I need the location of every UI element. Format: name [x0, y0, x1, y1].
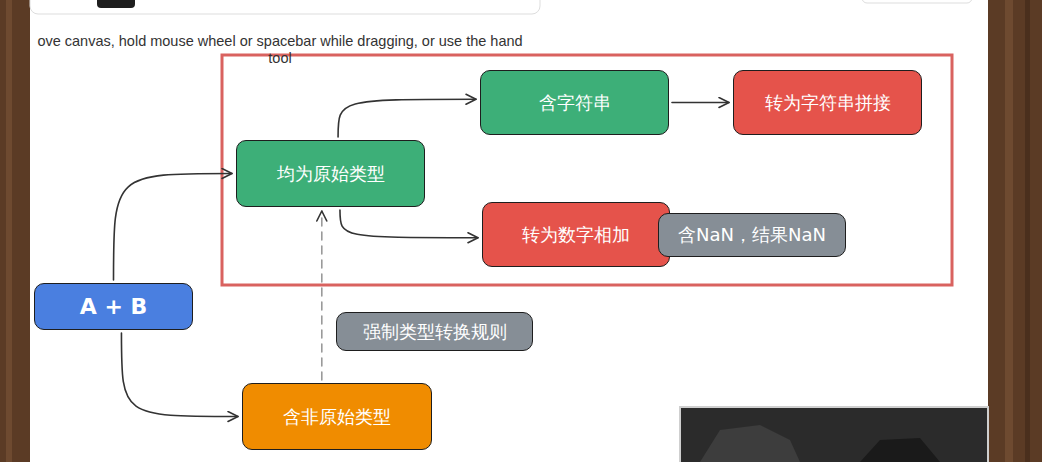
condition-box: 均为原始类型: [236, 140, 425, 207]
flow-arrow: [114, 174, 233, 281]
node-text: 含非原始类型: [283, 405, 391, 429]
flow-arrow: [121, 333, 238, 417]
toolbar-button: [97, 0, 135, 8]
wood-grain: [1025, 0, 1030, 462]
condition-box: 含字符串: [480, 70, 669, 135]
node-text: 含字符串: [539, 91, 611, 115]
node-text: 含NaN，结果NaN: [678, 223, 826, 247]
wood-edge-left: [0, 0, 30, 462]
wood-grain: [1005, 0, 1013, 462]
node-text: 转为数字相加: [522, 223, 630, 247]
start-box: A + B: [34, 283, 193, 330]
flow-arrow: [338, 99, 476, 137]
result-box: 转为数字相加: [482, 202, 670, 267]
webcam-overlay: [680, 407, 988, 462]
node-text: 均为原始类型: [277, 162, 385, 186]
highlight-frame: [222, 55, 952, 285]
canvas-hint: ove canvas, hold mouse wheel or spacebar…: [30, 33, 530, 67]
note-box: 强制类型转换规则: [336, 312, 533, 351]
note-box: 含NaN，结果NaN: [658, 213, 846, 257]
node-text: A + B: [80, 294, 148, 319]
node-text: 转为字符串拼接: [765, 91, 891, 115]
wood-grain: [6, 0, 12, 462]
result-box: 转为字符串拼接: [733, 70, 922, 135]
condition-box: 含非原始类型: [242, 383, 432, 450]
toolbar: [30, 0, 540, 14]
webcam-shape: [860, 438, 940, 462]
flow-arrow: [672, 102, 729, 104]
node-text: 强制类型转换规则: [363, 320, 507, 344]
toolbar-button: [862, 0, 972, 3]
dashed-arrow: [321, 211, 323, 380]
webcam-shape: [700, 425, 800, 462]
wood-edge-right: [988, 0, 1042, 462]
flow-arrow: [340, 210, 478, 238]
